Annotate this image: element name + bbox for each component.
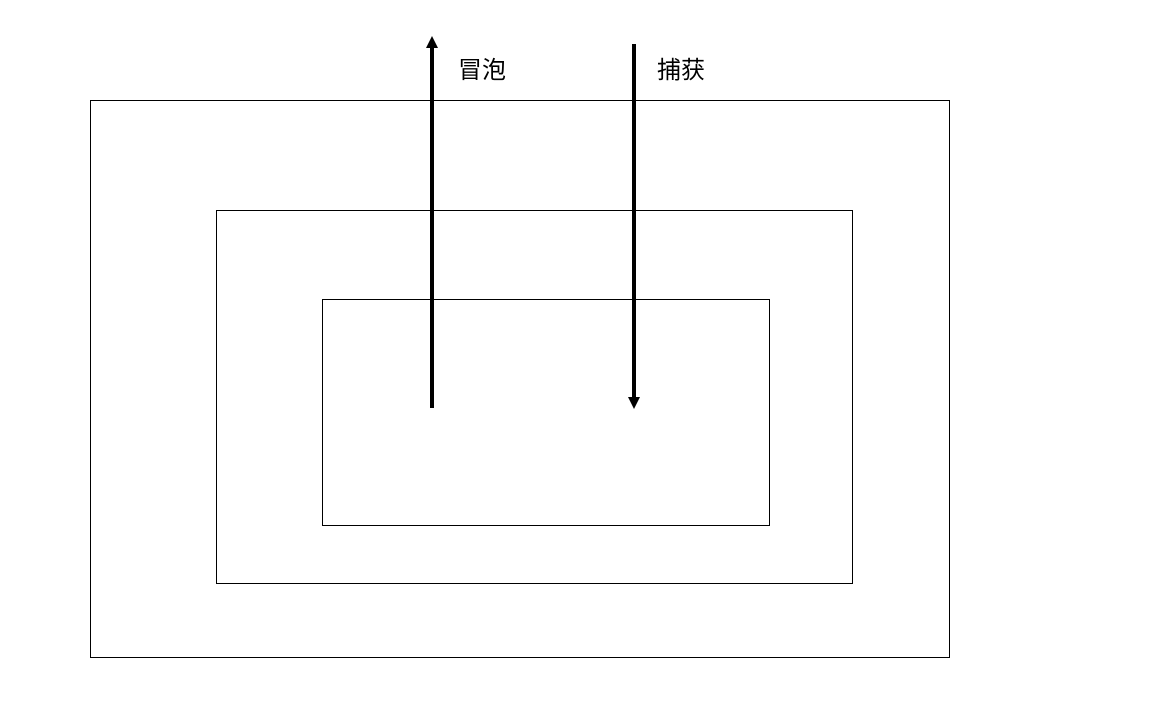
capturing-arrow-head xyxy=(628,397,640,409)
inner-box xyxy=(322,299,770,526)
middle-box xyxy=(216,210,853,584)
capturing-label: 捕获 xyxy=(657,56,705,84)
bubbling-label: 冒泡 xyxy=(458,56,506,84)
capturing-arrow xyxy=(628,44,640,409)
bubbling-arrow xyxy=(426,36,438,408)
outer-box xyxy=(90,100,950,658)
bubbling-arrow-head xyxy=(426,36,438,48)
